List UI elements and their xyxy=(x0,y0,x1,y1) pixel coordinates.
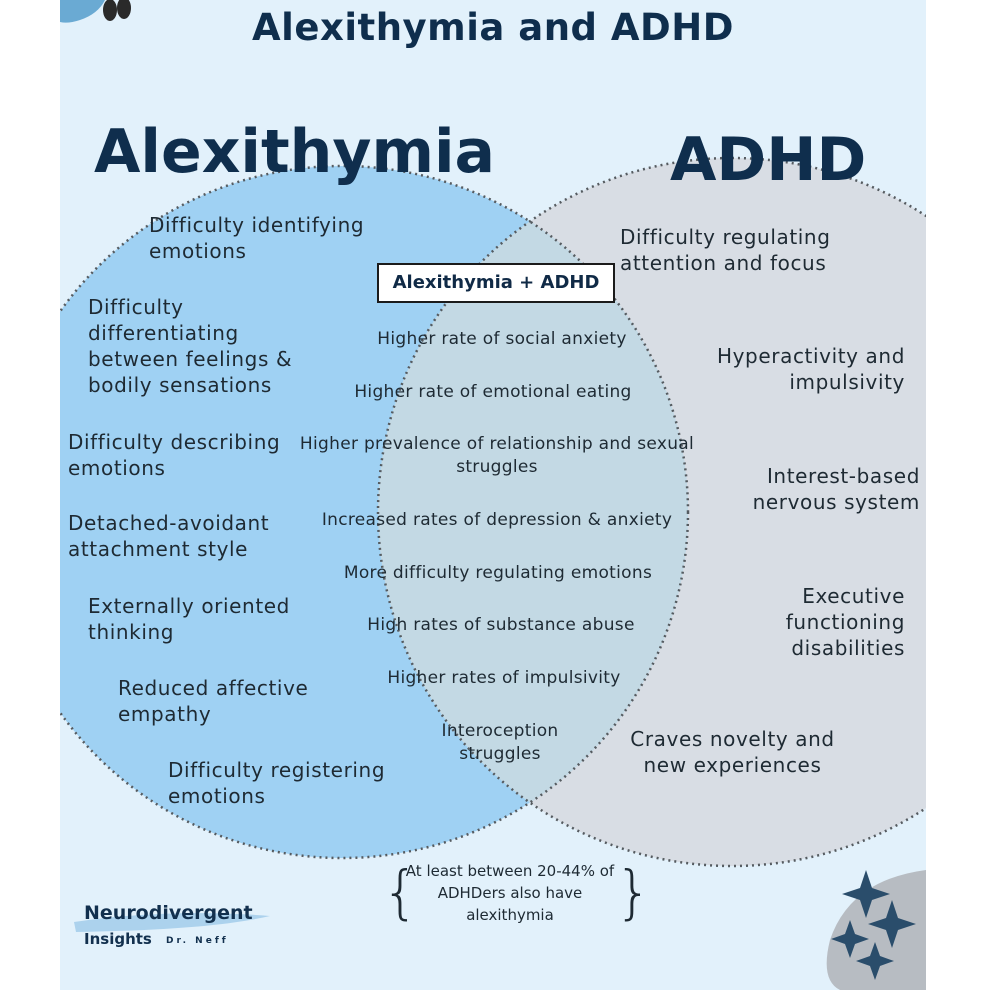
right-item: Difficulty regulating attention and focu… xyxy=(620,225,831,275)
overlap-item: Increased rates of depression & anxiety xyxy=(321,510,673,530)
sparkle-icon-left xyxy=(831,920,869,958)
top-left-decoration xyxy=(60,0,105,23)
overlap-item: High rates of substance abuse xyxy=(367,615,635,635)
left-item: Difficulty identifying emotions xyxy=(149,213,365,263)
note-right-brace: } xyxy=(615,858,652,926)
logo-name: Neurodivergent xyxy=(84,902,253,924)
infographic-canvas: Alexithymia and ADHD Alexithymia ADHD Di… xyxy=(60,0,926,990)
left-item: Detached-avoidant attachment style xyxy=(68,511,270,561)
sparkle-icon-right xyxy=(868,900,916,948)
overlap-region xyxy=(378,166,688,858)
left-item: Reduced affective empathy xyxy=(118,676,309,726)
top-left-dot-2 xyxy=(117,0,131,19)
overlap-item: Higher prevalence of relationship and se… xyxy=(299,434,695,477)
right-item: Interest-based nervous system xyxy=(752,464,920,514)
overlap-item: Interoception struggles xyxy=(441,721,559,764)
logo-swash xyxy=(74,913,270,932)
overlap-item: Higher rate of emotional eating xyxy=(354,382,632,402)
right-item: Hyperactivity and impulsivity xyxy=(716,344,905,394)
bottom-right-decoration xyxy=(826,870,926,990)
alexithymia-circle-outline xyxy=(60,164,690,860)
right-item: Craves novelty and new experiences xyxy=(630,727,835,777)
logo-sub: Insights xyxy=(84,930,152,948)
overlap-item: Higher rate of social anxiety xyxy=(377,329,627,349)
adhd-circle-outline xyxy=(376,156,926,868)
overlap-item: More difficulty regulating emotions xyxy=(343,563,653,583)
sparkle-icon-large xyxy=(842,870,890,918)
adhd-label: ADHD xyxy=(670,125,867,195)
venn-diagram xyxy=(60,0,926,990)
left-item: Difficulty describing emotions xyxy=(68,430,281,480)
prevalence-note: At least between 20-44% of ADHDers also … xyxy=(405,862,615,924)
right-item: Executive functioning disabilities xyxy=(785,584,905,660)
overlap-item: Higher rates of impulsivity xyxy=(387,668,621,688)
left-item: Difficulty differentiating between feeli… xyxy=(88,295,293,397)
overlap-title: Alexithymia + ADHD xyxy=(377,263,615,303)
alexithymia-label: Alexithymia xyxy=(94,117,496,187)
page-title: Alexithymia and ADHD xyxy=(252,6,734,49)
sparkle-icons xyxy=(831,870,916,980)
left-item: Externally oriented thinking xyxy=(88,594,290,644)
logo-author: Dr. Neff xyxy=(166,936,229,946)
note-left-brace: { xyxy=(382,858,419,926)
left-item: Difficulty registering emotions xyxy=(168,758,386,808)
top-left-dot-1 xyxy=(103,0,117,21)
sparkle-icon-bottom xyxy=(856,942,894,980)
